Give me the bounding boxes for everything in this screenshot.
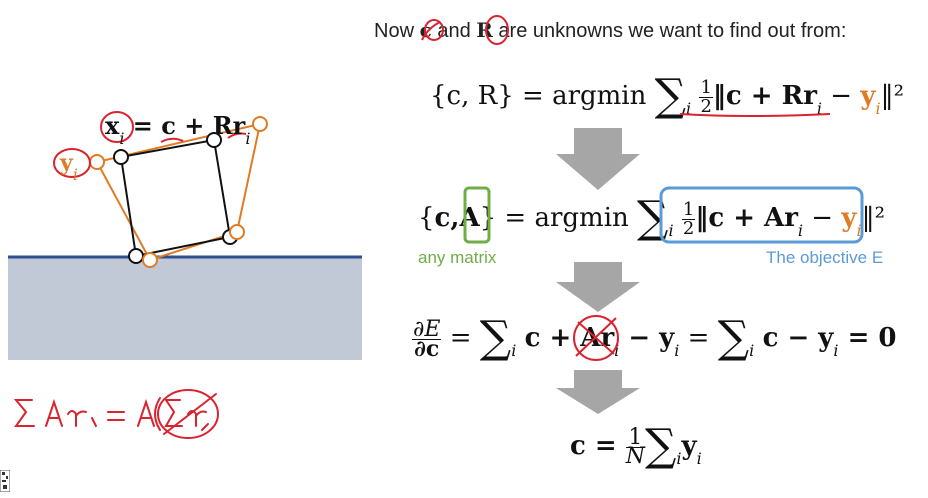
equation-2-boxes <box>463 186 864 244</box>
figure-y-label: yi <box>60 150 78 184</box>
down-arrow-3 <box>556 370 640 414</box>
label-any-matrix: any matrix <box>418 248 497 267</box>
target-vertices <box>89 116 268 268</box>
down-arrow-1 <box>556 128 640 190</box>
qr-icon <box>0 470 10 492</box>
handwritten-note <box>13 389 219 439</box>
pose-figure <box>8 111 362 360</box>
title-R: R <box>476 18 493 42</box>
label-objective: The objective E <box>766 248 884 267</box>
down-arrow-2 <box>556 262 640 312</box>
equation-3-strike <box>573 315 619 361</box>
slide-title: Now c and R are unknowns we want to find… <box>374 18 847 42</box>
ground-area <box>8 257 362 360</box>
figure-x-equation: xi = c + Rri <box>105 111 251 148</box>
equation-1-underline <box>679 113 831 117</box>
model-vertices <box>113 132 238 264</box>
title-annotations <box>421 15 509 45</box>
equation-3: ∂E∂c = ∑i c + Ari − yi = ∑i c − yi = 0 <box>412 312 897 363</box>
